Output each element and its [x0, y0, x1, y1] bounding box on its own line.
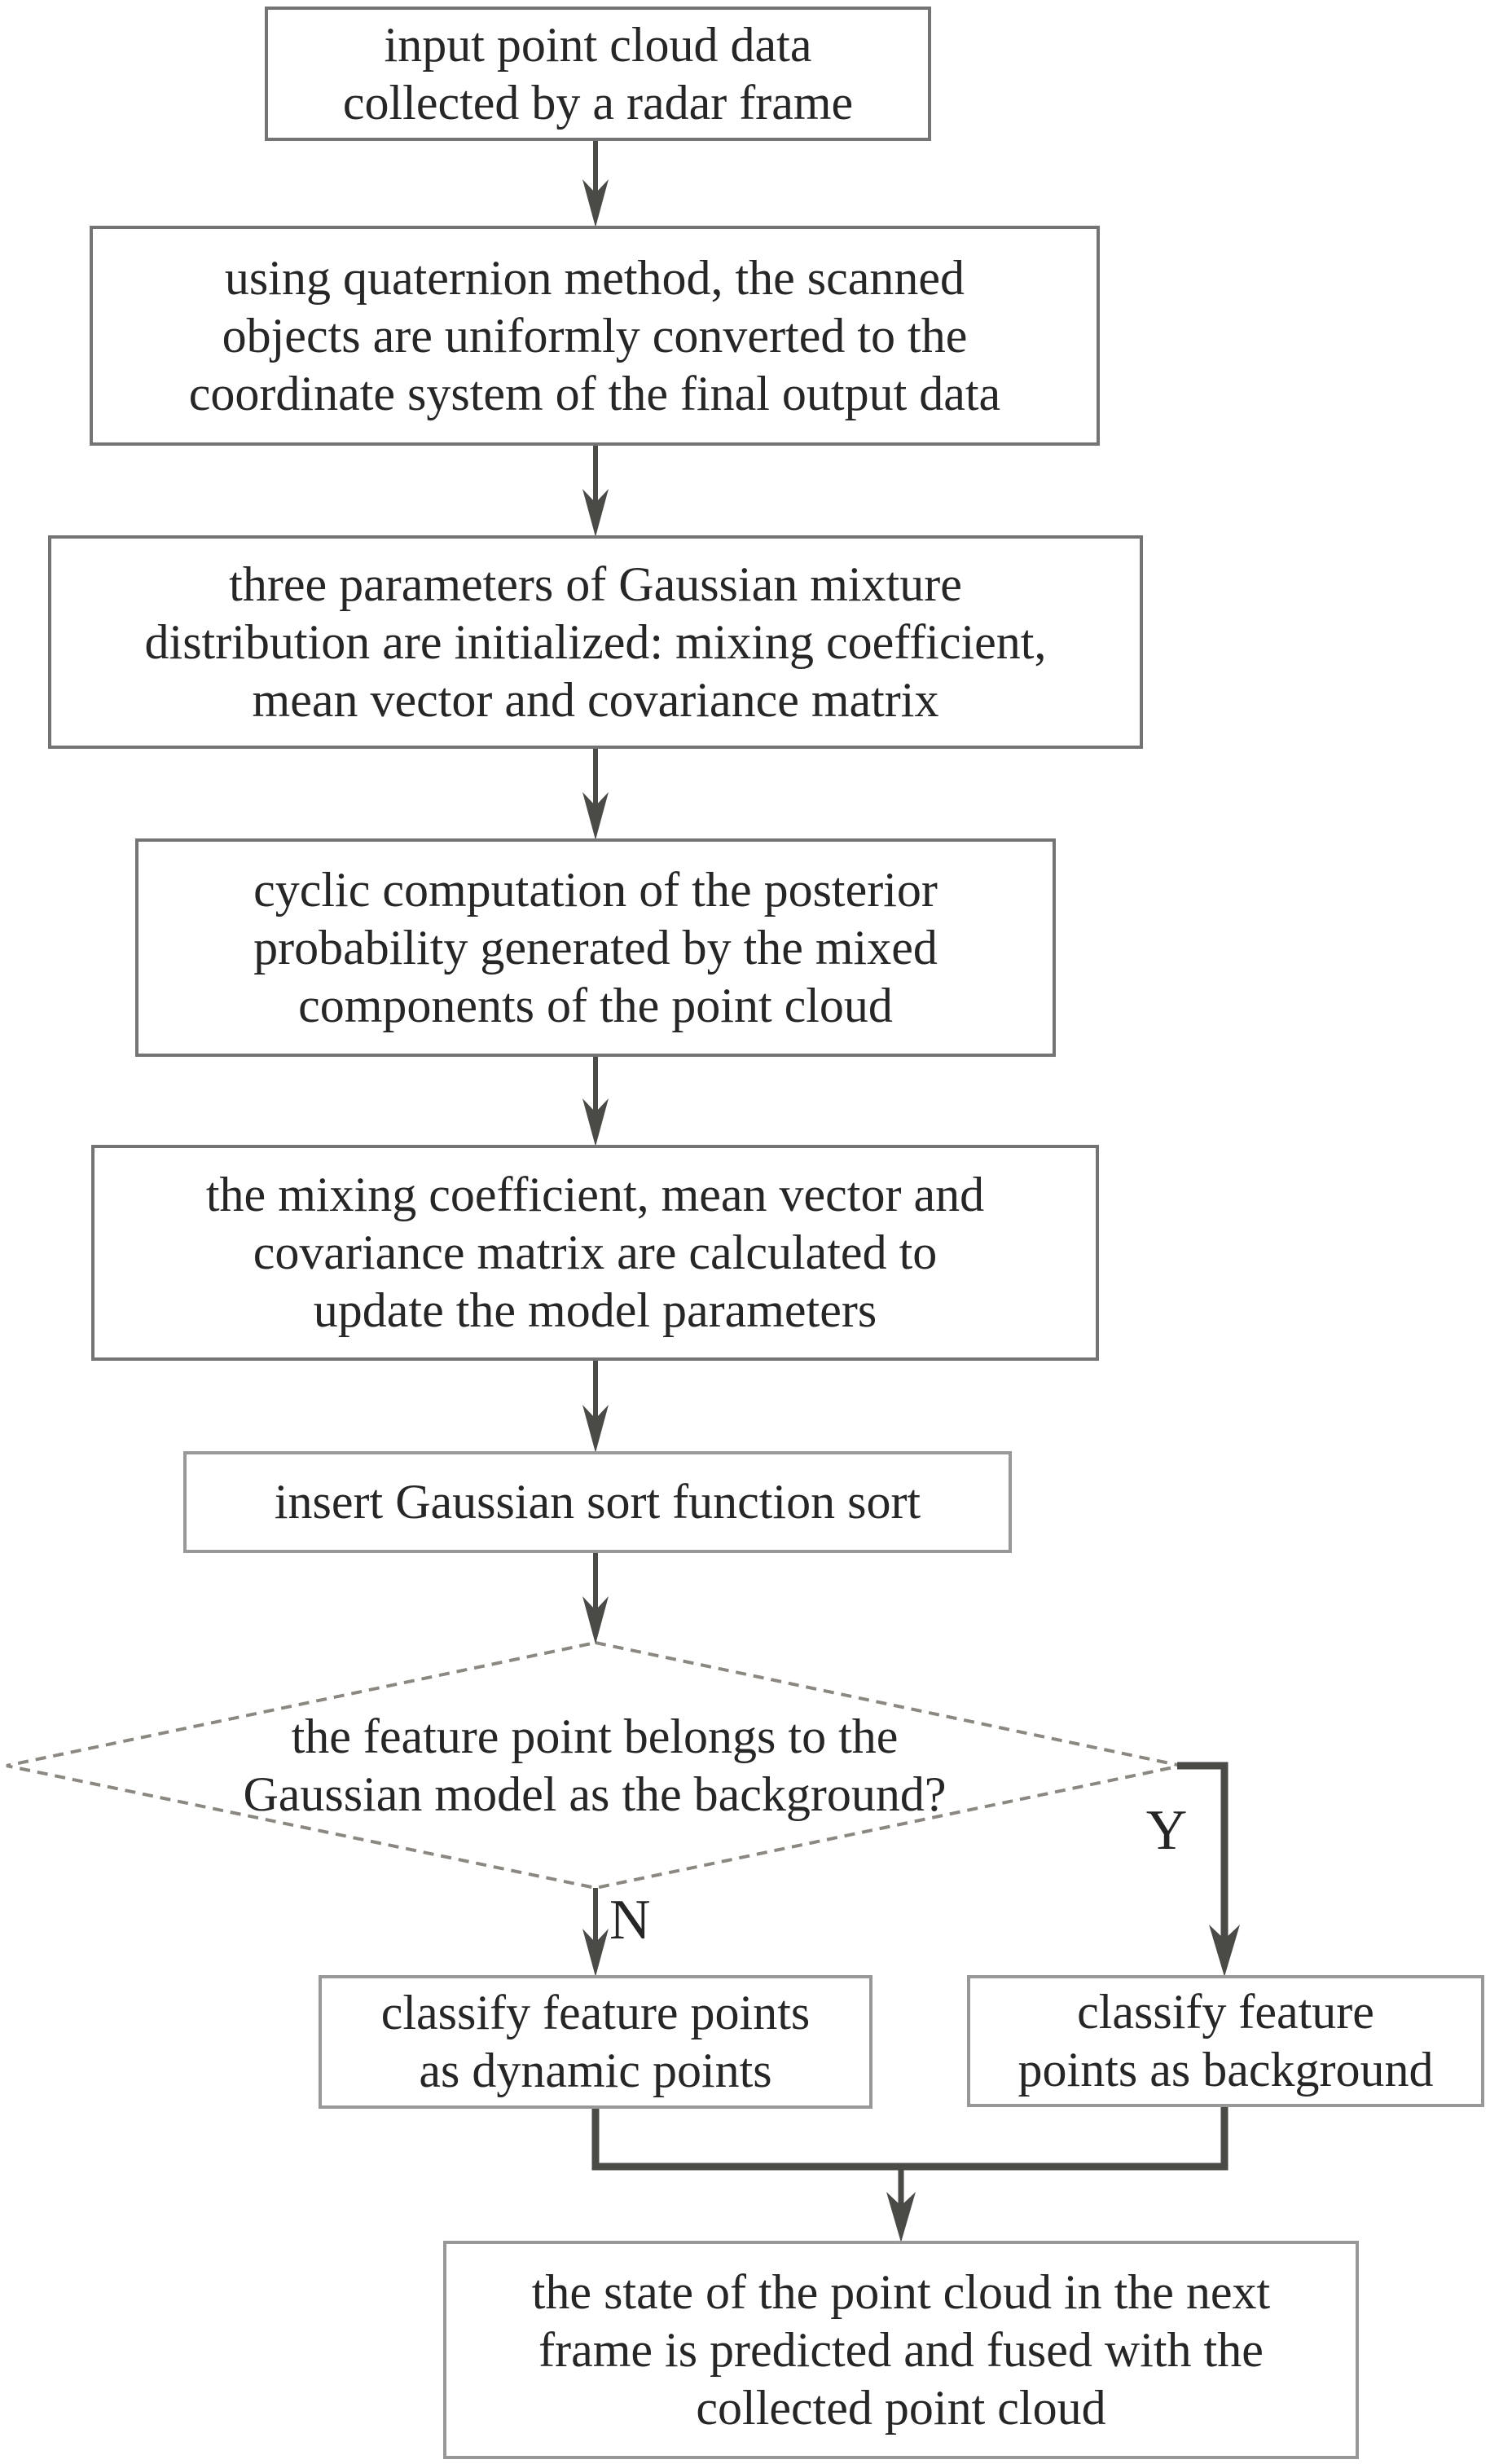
node-init-params: three parameters of Gaussian mixture dis…: [48, 535, 1143, 749]
arrowhead-sort-to-decision: [582, 1596, 609, 1644]
decision-diamond-shape: [6, 1640, 1182, 1890]
connector-merge: [591, 2105, 1228, 2171]
node-posterior: cyclic computation of the posterior prob…: [135, 838, 1056, 1057]
arrowhead-init-to-posterior: [582, 792, 609, 840]
node-insert-sort-label: insert Gaussian sort function sort: [274, 1475, 921, 1529]
node-background-points-label: classify feature points as background: [1018, 1985, 1434, 2097]
arrowhead-update-to-sort: [582, 1405, 609, 1453]
node-quaternion: using quaternion method, the scanned obj…: [90, 226, 1100, 446]
node-input: input point cloud data collected by a ra…: [265, 7, 931, 141]
arrowhead-input-to-quaternion: [582, 179, 609, 227]
arrowhead-merge-to-predict: [886, 2192, 916, 2242]
arrowhead-quaternion-to-init: [582, 489, 609, 537]
node-background-points: classify feature points as background: [967, 1975, 1484, 2107]
branch-label-yes: Y: [1145, 1799, 1188, 1862]
node-quaternion-label: using quaternion method, the scanned obj…: [188, 250, 1001, 420]
node-update-params: the mixing coefficient, mean vector and …: [91, 1145, 1099, 1361]
node-decision: the feature point belongs to the Gaussia…: [33, 1708, 1157, 1824]
branch-label-no: N: [609, 1889, 651, 1951]
node-predict: the state of the point cloud in the next…: [443, 2241, 1359, 2459]
node-input-label: input point cloud data collected by a ra…: [342, 17, 854, 130]
node-predict-label: the state of the point cloud in the next…: [531, 2264, 1271, 2435]
node-update-params-label: the mixing coefficient, mean vector and …: [205, 1168, 985, 1337]
node-decision-label: the feature point belongs to the Gaussia…: [243, 1709, 947, 1821]
node-dynamic-points: classify feature points as dynamic point…: [319, 1975, 872, 2109]
arrowhead-posterior-to-update: [582, 1098, 609, 1146]
node-insert-sort: insert Gaussian sort function sort: [183, 1451, 1012, 1553]
connector-decision-yes: [1177, 1762, 1228, 1939]
node-init-params-label: three parameters of Gaussian mixture dis…: [144, 557, 1047, 727]
node-posterior-label: cyclic computation of the posterior prob…: [253, 862, 938, 1032]
node-dynamic-points-label: classify feature points as dynamic point…: [380, 1986, 811, 2097]
arrowhead-decision-no: [582, 1929, 609, 1977]
arrowhead-decision-yes: [1209, 1925, 1240, 1977]
